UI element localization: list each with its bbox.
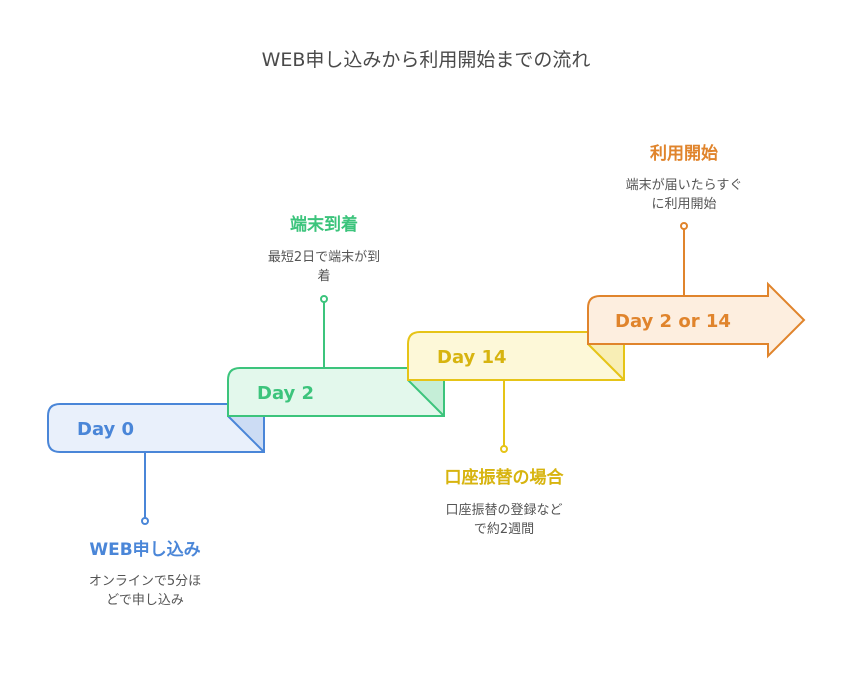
step-day-2-or-14: Day 2 or 14 利用開始 端末が届いたらすぐ に利用開始 bbox=[587, 143, 806, 359]
step-box bbox=[407, 331, 625, 381]
step-heading: WEB申し込み bbox=[89, 539, 200, 560]
fold-line bbox=[227, 415, 265, 453]
step-desc-line-2: 着 bbox=[317, 268, 330, 284]
day-label: Day 2 or 14 bbox=[615, 311, 731, 332]
step-box bbox=[47, 403, 265, 453]
step-desc-line-2: どで申し込み bbox=[106, 593, 184, 608]
step-day-2: Day 2 端末到着 最短2日で端末が到 着 bbox=[227, 214, 445, 417]
step-desc-line-1: 端末が届いたらすぐ bbox=[626, 178, 743, 193]
step-heading: 口座振替の場合 bbox=[445, 467, 565, 488]
step-day-14: Day 14 口座振替の場合 口座振替の登録など で約2週間 bbox=[407, 331, 625, 537]
step-heading: 利用開始 bbox=[650, 143, 718, 164]
step-desc-line-2: に利用開始 bbox=[651, 197, 716, 212]
step-box bbox=[227, 367, 445, 417]
arrow-box bbox=[587, 281, 806, 359]
connector-dot bbox=[500, 445, 508, 453]
step-heading: 端末到着 bbox=[290, 214, 358, 235]
connector-dot bbox=[320, 295, 328, 303]
diagram-title: WEB申し込みから利用開始までの流れ bbox=[262, 49, 591, 71]
day-label: Day 2 bbox=[257, 383, 314, 404]
step-day-0: Day 0 WEB申し込み オンラインで5分ほ どで申し込み bbox=[47, 403, 265, 608]
fold-line bbox=[587, 343, 625, 381]
fold-line bbox=[407, 379, 445, 417]
step-desc-line-1: 最短2日で端末が到 bbox=[268, 250, 380, 265]
step-desc-line-2: で約2週間 bbox=[474, 522, 534, 537]
step-desc-line-1: 口座振替の登録など bbox=[445, 503, 562, 518]
step-desc-line-1: オンラインで5分ほ bbox=[89, 574, 201, 589]
connector-dot bbox=[141, 517, 149, 525]
day-label: Day 14 bbox=[437, 347, 507, 368]
connector-dot bbox=[680, 222, 688, 230]
day-label: Day 0 bbox=[77, 419, 134, 440]
